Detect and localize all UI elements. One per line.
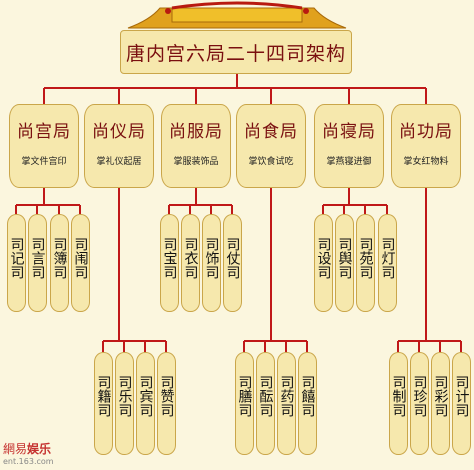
department-box: 尚服局掌服装饰品	[161, 104, 231, 188]
office-name: 司宝司	[161, 237, 178, 279]
office-name: 司苑司	[357, 237, 374, 279]
department-name: 尚食局	[244, 122, 298, 142]
office-name: 司赞司	[158, 375, 175, 417]
department-name: 尚功局	[399, 122, 453, 142]
office-box: 司宾司	[135, 352, 155, 455]
office-box: 司舆司	[334, 214, 354, 312]
department-box: 尚食局掌饮食试吃	[236, 104, 306, 188]
office-box: 司赞司	[156, 352, 176, 455]
office-name: 司设司	[315, 237, 332, 279]
palace-roof-icon	[127, 1, 347, 29]
office-name: 司计司	[453, 375, 470, 417]
netease-watermark: 網易娱乐 ent.163.com	[3, 440, 54, 466]
department-box: 尚寝局掌燕寝进御	[314, 104, 384, 188]
office-box: 司膳司	[234, 352, 254, 455]
office-name: 司衣司	[182, 237, 199, 279]
office-name: 司舆司	[336, 237, 353, 279]
office-name: 司膳司	[236, 375, 253, 417]
department-duty: 掌文件宫印	[21, 157, 67, 167]
watermark-brand-a: 網易	[3, 442, 28, 456]
office-name: 司药司	[278, 375, 295, 417]
office-box: 司彩司	[430, 352, 450, 455]
watermark-url: ent.163.com	[3, 457, 54, 466]
department-box: 尚仪局掌礼仪起居	[84, 104, 154, 188]
department-duty: 掌燕寝进御	[326, 157, 372, 167]
department-name: 尚寝局	[322, 122, 376, 142]
office-box: 司言司	[27, 214, 47, 312]
department-box: 尚功局掌女红物料	[391, 104, 461, 188]
office-name: 司制司	[390, 375, 407, 417]
office-box: 司计司	[451, 352, 471, 455]
office-box: 司簿司	[49, 214, 69, 312]
department-box: 尚宫局掌文件宫印	[9, 104, 79, 188]
department-duty: 掌礼仪起居	[96, 157, 142, 167]
office-box: 司饎司	[297, 352, 317, 455]
office-box: 司仗司	[222, 214, 242, 312]
office-box: 司珍司	[409, 352, 429, 455]
office-box: 司药司	[276, 352, 296, 455]
office-box: 司乐司	[114, 352, 134, 455]
department-duty: 掌女红物料	[403, 157, 449, 167]
office-name: 司簿司	[51, 237, 68, 279]
office-name: 司仗司	[224, 237, 241, 279]
department-name: 尚宫局	[17, 122, 71, 142]
office-name: 司饰司	[203, 237, 220, 279]
department-duty: 掌服装饰品	[173, 157, 219, 167]
office-name: 司宾司	[137, 375, 154, 417]
office-box: 司衣司	[180, 214, 200, 312]
department-name: 尚服局	[169, 122, 223, 142]
office-name: 司闱司	[72, 237, 89, 279]
office-name: 司言司	[29, 237, 46, 279]
office-box: 司记司	[6, 214, 26, 312]
office-box: 司饰司	[201, 214, 221, 312]
office-box: 司宝司	[159, 214, 179, 312]
office-name: 司乐司	[116, 375, 133, 417]
watermark-brand-b: 娱乐	[27, 442, 52, 456]
chart-title-box: 唐内宫六局二十四司架构	[120, 30, 352, 74]
office-box: 司闱司	[70, 214, 90, 312]
department-duty: 掌饮食试吃	[248, 157, 294, 167]
office-box: 司灯司	[377, 214, 397, 312]
office-box: 司酝司	[255, 352, 275, 455]
office-name: 司彩司	[432, 375, 449, 417]
office-name: 司酝司	[257, 375, 274, 417]
office-name: 司饎司	[299, 375, 316, 417]
office-box: 司制司	[388, 352, 408, 455]
office-box: 司籍司	[93, 352, 113, 455]
office-name: 司记司	[8, 237, 25, 279]
office-box: 司苑司	[355, 214, 375, 312]
office-box: 司设司	[313, 214, 333, 312]
office-name: 司珍司	[411, 375, 428, 417]
department-name: 尚仪局	[92, 122, 146, 142]
office-name: 司灯司	[379, 237, 396, 279]
office-name: 司籍司	[95, 375, 112, 417]
chart-title: 唐内宫六局二十四司架构	[125, 42, 346, 65]
